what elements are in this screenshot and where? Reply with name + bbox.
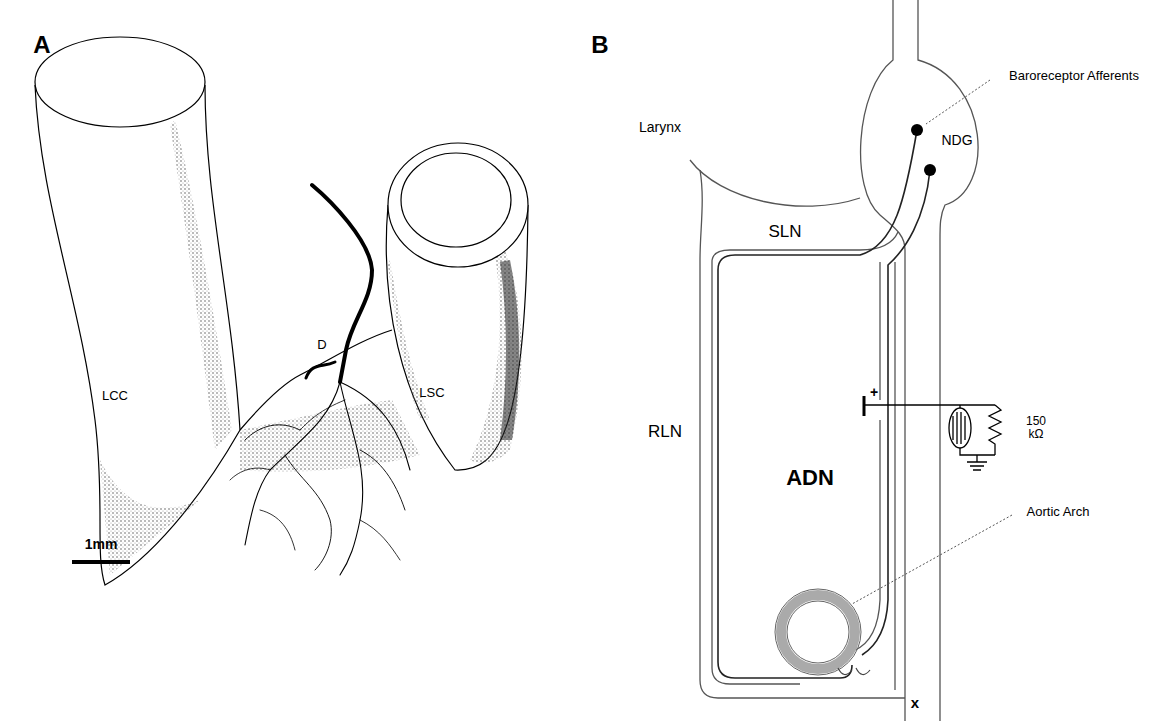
nerve-label: D bbox=[317, 338, 326, 352]
nerve-label: RLN bbox=[648, 423, 682, 442]
polarity-sign: + bbox=[870, 385, 878, 400]
resistor-value: 150 kΩ bbox=[1019, 415, 1053, 441]
callout-label: Baroreceptor Afferents bbox=[1009, 69, 1139, 83]
organ-label: Larynx bbox=[639, 120, 681, 135]
afferent-soma bbox=[911, 124, 923, 136]
vessel-label-box: LSC bbox=[419, 385, 444, 400]
scale-label: 1mm bbox=[85, 537, 118, 552]
callout-label: Aortic Arch bbox=[1027, 505, 1090, 519]
nerve-schematic bbox=[690, 0, 978, 721]
lsc-lumen bbox=[401, 153, 511, 247]
vessel-label-box: LCC bbox=[102, 388, 128, 403]
aortic-arch bbox=[781, 595, 855, 669]
node-text: LCC bbox=[102, 388, 128, 403]
lcc-vessel bbox=[35, 85, 240, 585]
panel-letter: A bbox=[33, 32, 50, 58]
lcc-lumen bbox=[35, 37, 205, 127]
aortic-tissue bbox=[240, 400, 420, 472]
scale-bar bbox=[72, 560, 130, 564]
afferent-fibers bbox=[718, 130, 930, 678]
lsc-wall bbox=[388, 143, 528, 267]
panel-letter: B bbox=[591, 32, 608, 58]
cut-mark: x bbox=[911, 695, 919, 712]
nerve-label: SLN bbox=[768, 223, 801, 242]
vessel-label-box: NDG bbox=[941, 132, 972, 148]
depressor-nerve bbox=[230, 185, 410, 575]
node-text: LSC bbox=[419, 385, 444, 400]
recording-circuit bbox=[864, 396, 1001, 470]
nerve-label: ADN bbox=[786, 466, 834, 490]
leader-line bbox=[852, 80, 1012, 604]
node-text: NDG bbox=[941, 132, 972, 148]
afferent-soma bbox=[924, 164, 936, 176]
